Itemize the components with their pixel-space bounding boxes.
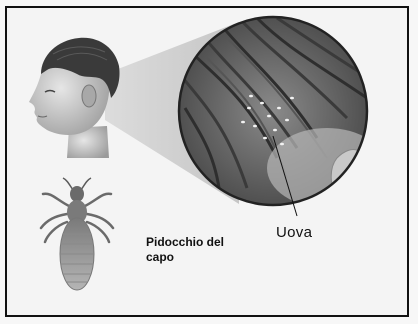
child-head [29,38,120,158]
magnified-scalp-circle [179,16,387,208]
louse-label: Pidocchio del capo [146,235,246,265]
louse-label-line1: Pidocchio del [146,235,246,250]
louse-illustration [41,178,113,290]
figure-frame: Uova Pidocchio del capo [5,6,409,317]
louse-label-line2: capo [146,250,246,265]
eggs-label: Uova [276,224,312,241]
head-lice-illustration [7,8,407,315]
